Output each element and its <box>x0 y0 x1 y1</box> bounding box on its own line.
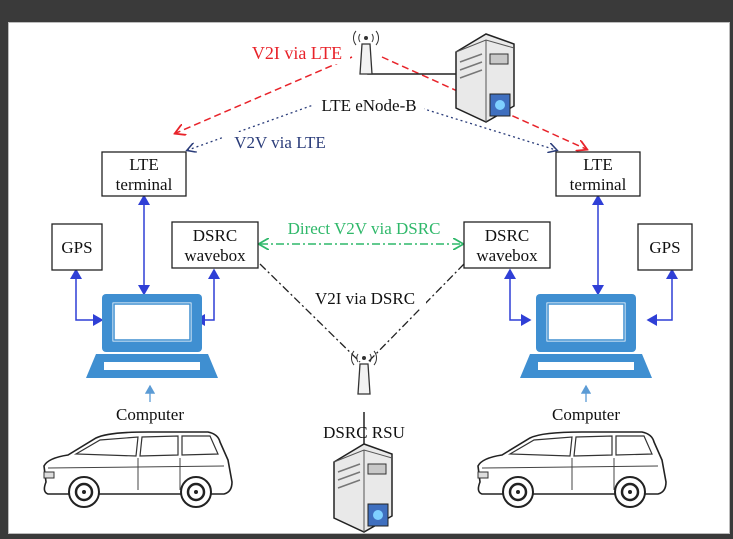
v2i-lte-label: V2I via LTE <box>252 43 342 63</box>
v2i-dsrc-link-left <box>259 263 361 363</box>
computer-right-label: Computer <box>552 405 620 424</box>
lte-terminal-left-line1: LTE <box>129 155 159 174</box>
lte-terminal-left-line2: terminal <box>116 175 173 194</box>
gps-right-label: GPS <box>649 238 680 257</box>
gps-left-label: GPS <box>61 238 92 257</box>
gps-left-box <box>51 223 103 271</box>
gps-right-box <box>637 223 693 271</box>
dsrc-wavebox-left-line1: DSRC <box>193 226 237 245</box>
v2i-dsrc-label: V2I via DSRC <box>315 289 415 308</box>
rsu-label: DSRC RSU <box>323 423 405 442</box>
computer-left-label: Computer <box>116 405 184 424</box>
dsrc-wavebox-left-box <box>171 221 259 269</box>
dsrc-wavebox-right-box <box>463 221 551 269</box>
dsrc-wavebox-right-line1: DSRC <box>485 226 529 245</box>
dsrc-laptop-arrow-right <box>504 268 532 326</box>
gps-laptop-arrow-left <box>70 268 104 326</box>
direct-v2v-dsrc-label: Direct V2V via DSRC <box>288 219 441 238</box>
lte-terminal-left-box <box>101 151 187 197</box>
v2i-lte-link-left <box>176 56 353 133</box>
lte-terminal-right-line2: terminal <box>570 175 627 194</box>
dsrc-wavebox-left-line2: wavebox <box>184 246 246 265</box>
v2v-lte-label: V2V via LTE <box>234 133 326 152</box>
frame-border <box>8 22 730 534</box>
network-diagram: LTE terminal LTE terminal GPS GPS DSRC w… <box>42 30 693 533</box>
diagram-frame: LTE terminal LTE terminal GPS GPS DSRC w… <box>8 22 730 534</box>
dsrc-wavebox-right-line2: wavebox <box>476 246 538 265</box>
gps-laptop-arrow-right <box>646 268 678 326</box>
enodeb-label: LTE eNode-B <box>321 96 416 115</box>
v2v-lte-link-right <box>407 103 556 150</box>
lte-terminal-right-box <box>555 151 641 197</box>
lte-terminal-right-line1: LTE <box>583 155 613 174</box>
v2i-dsrc-link-right <box>367 263 465 363</box>
